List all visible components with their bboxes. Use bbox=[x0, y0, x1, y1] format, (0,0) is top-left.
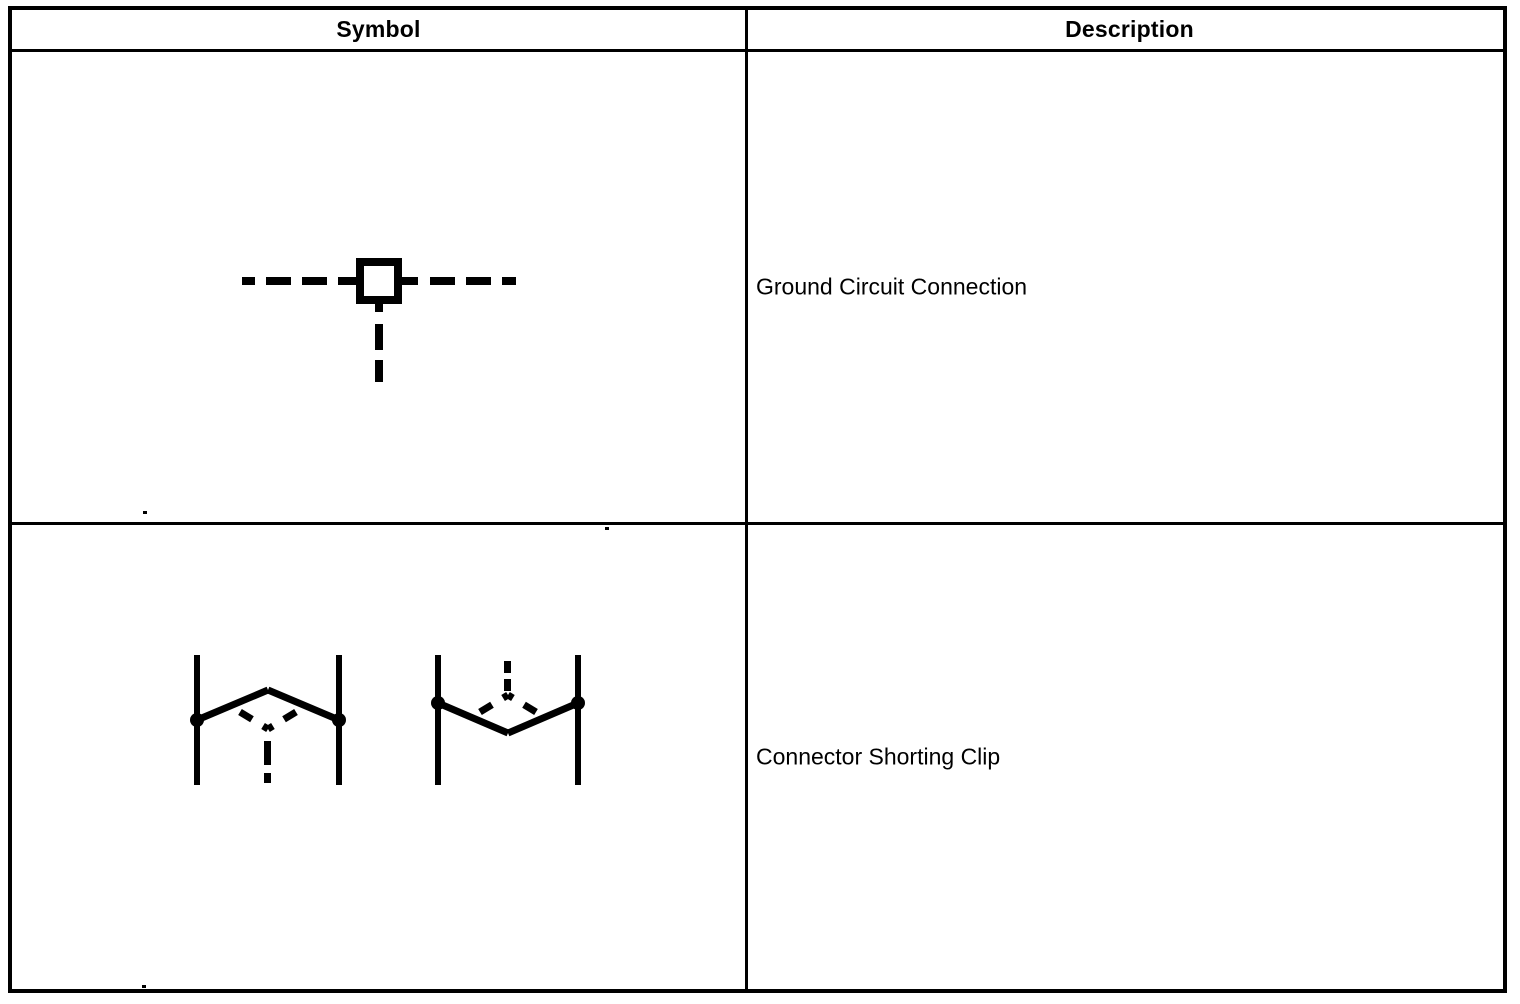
clip-dashed-arm-right-icon bbox=[266, 709, 298, 732]
column-header-symbol: Symbol bbox=[12, 10, 745, 49]
ground-left-lead-icon bbox=[242, 277, 358, 285]
ground-box-icon bbox=[356, 258, 402, 304]
clip-right-terminal-bar-icon bbox=[575, 655, 581, 785]
ground-circuit-connection-symbol bbox=[242, 258, 516, 382]
clip-solid-arm-left-icon bbox=[436, 699, 510, 737]
column-header-description-label: Description bbox=[1065, 16, 1194, 42]
scan-artifact-speck bbox=[142, 985, 146, 988]
column-header-description: Description bbox=[748, 10, 1511, 49]
shorting-clip-variant-right bbox=[431, 655, 585, 785]
scan-artifact-speck bbox=[605, 527, 609, 530]
clip-dashed-arm-left-icon bbox=[238, 709, 270, 732]
clip-solid-arm-right-icon bbox=[506, 699, 580, 737]
table-row bbox=[12, 52, 745, 522]
ground-right-lead-icon bbox=[400, 277, 516, 285]
column-header-symbol-label: Symbol bbox=[336, 16, 421, 42]
clip-dashed-riser-line-icon bbox=[504, 661, 511, 691]
symbol-description-table: Symbol Description bbox=[8, 6, 1507, 993]
clip-dashed-drop-line-icon bbox=[264, 741, 271, 783]
table-row bbox=[12, 525, 745, 989]
clip-dashed-arm-right-icon bbox=[506, 692, 538, 715]
clip-solid-arm-left-icon bbox=[195, 686, 270, 724]
ground-drop-lead-icon bbox=[375, 300, 383, 382]
connector-shorting-clip-symbol bbox=[190, 655, 585, 785]
table-row-divider bbox=[12, 522, 1503, 525]
description-text-ground-circuit-connection: Ground Circuit Connection bbox=[756, 273, 1028, 300]
description-text-connector-shorting-clip: Connector Shorting Clip bbox=[756, 743, 1001, 770]
scan-artifact-speck bbox=[143, 511, 147, 514]
clip-solid-arm-right-icon bbox=[266, 686, 341, 724]
shorting-clip-variant-left bbox=[190, 655, 346, 785]
clip-dashed-arm-left-icon bbox=[478, 692, 510, 715]
table-column-divider bbox=[745, 10, 748, 989]
clip-left-terminal-bar-icon bbox=[435, 655, 441, 785]
table-header-rule bbox=[12, 49, 1503, 52]
table-cell-description: Ground Circuit Connection bbox=[748, 52, 1511, 522]
table-cell-description: Connector Shorting Clip bbox=[748, 525, 1511, 989]
